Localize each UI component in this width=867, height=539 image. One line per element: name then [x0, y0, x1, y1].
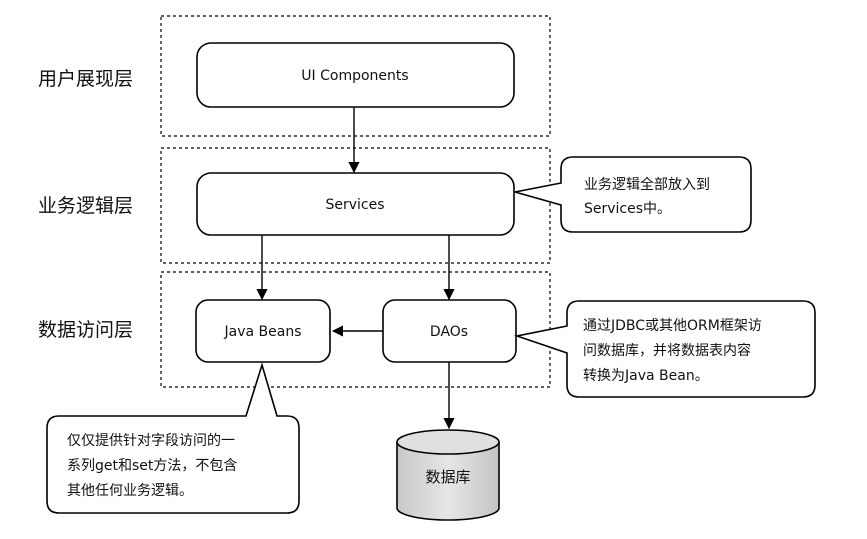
daos-note-line-1: 通过JDBC或其他ORM框架访 [583, 318, 762, 334]
daos-note-line-3: 转换为Java Bean。 [583, 367, 709, 384]
daos-note-line-2: 问数据库，并将数据表内容 [583, 342, 751, 359]
database-cylinder: 数据库 [396, 429, 500, 521]
daos-box: DAOs [382, 299, 517, 363]
daos-label: DAOs [430, 324, 468, 340]
services-note-callout: 业务逻辑全部放入到 Services中。 [514, 156, 752, 233]
services-box: Services [196, 172, 515, 236]
presentation-layer-label: 用户展现层 [38, 68, 133, 90]
beans-note-line-1: 仅仅提供针对字段访问的一 [67, 433, 235, 449]
beans-note-line-2: 系列get和set方法，不包含 [67, 458, 237, 474]
data-access-layer-label: 数据访问层 [38, 319, 133, 341]
services-label: Services [325, 197, 384, 213]
ui-components-label: UI Components [301, 68, 408, 84]
database-label: 数据库 [425, 468, 470, 486]
services-note-line-1: 业务逻辑全部放入到 [584, 176, 710, 193]
beans-note-line-3: 其他任何业务逻辑。 [67, 483, 193, 499]
business-layer-frame [160, 147, 551, 264]
presentation-layer-frame [160, 15, 551, 137]
java-beans-box: Java Beans [195, 299, 331, 363]
java-beans-label: Java Beans [224, 324, 302, 340]
daos-note-callout: 通过JDBC或其他ORM框架访 问数据库，并将数据表内容 转换为Java Bea… [513, 300, 816, 398]
business-layer-label: 业务逻辑层 [38, 195, 133, 217]
ui-components-box: UI Components [196, 42, 515, 108]
services-note-line-2: Services中。 [584, 201, 671, 217]
beans-note-callout: 仅仅提供针对字段访问的一 系列get和set方法，不包含 其他任何业务逻辑。 [46, 362, 300, 514]
